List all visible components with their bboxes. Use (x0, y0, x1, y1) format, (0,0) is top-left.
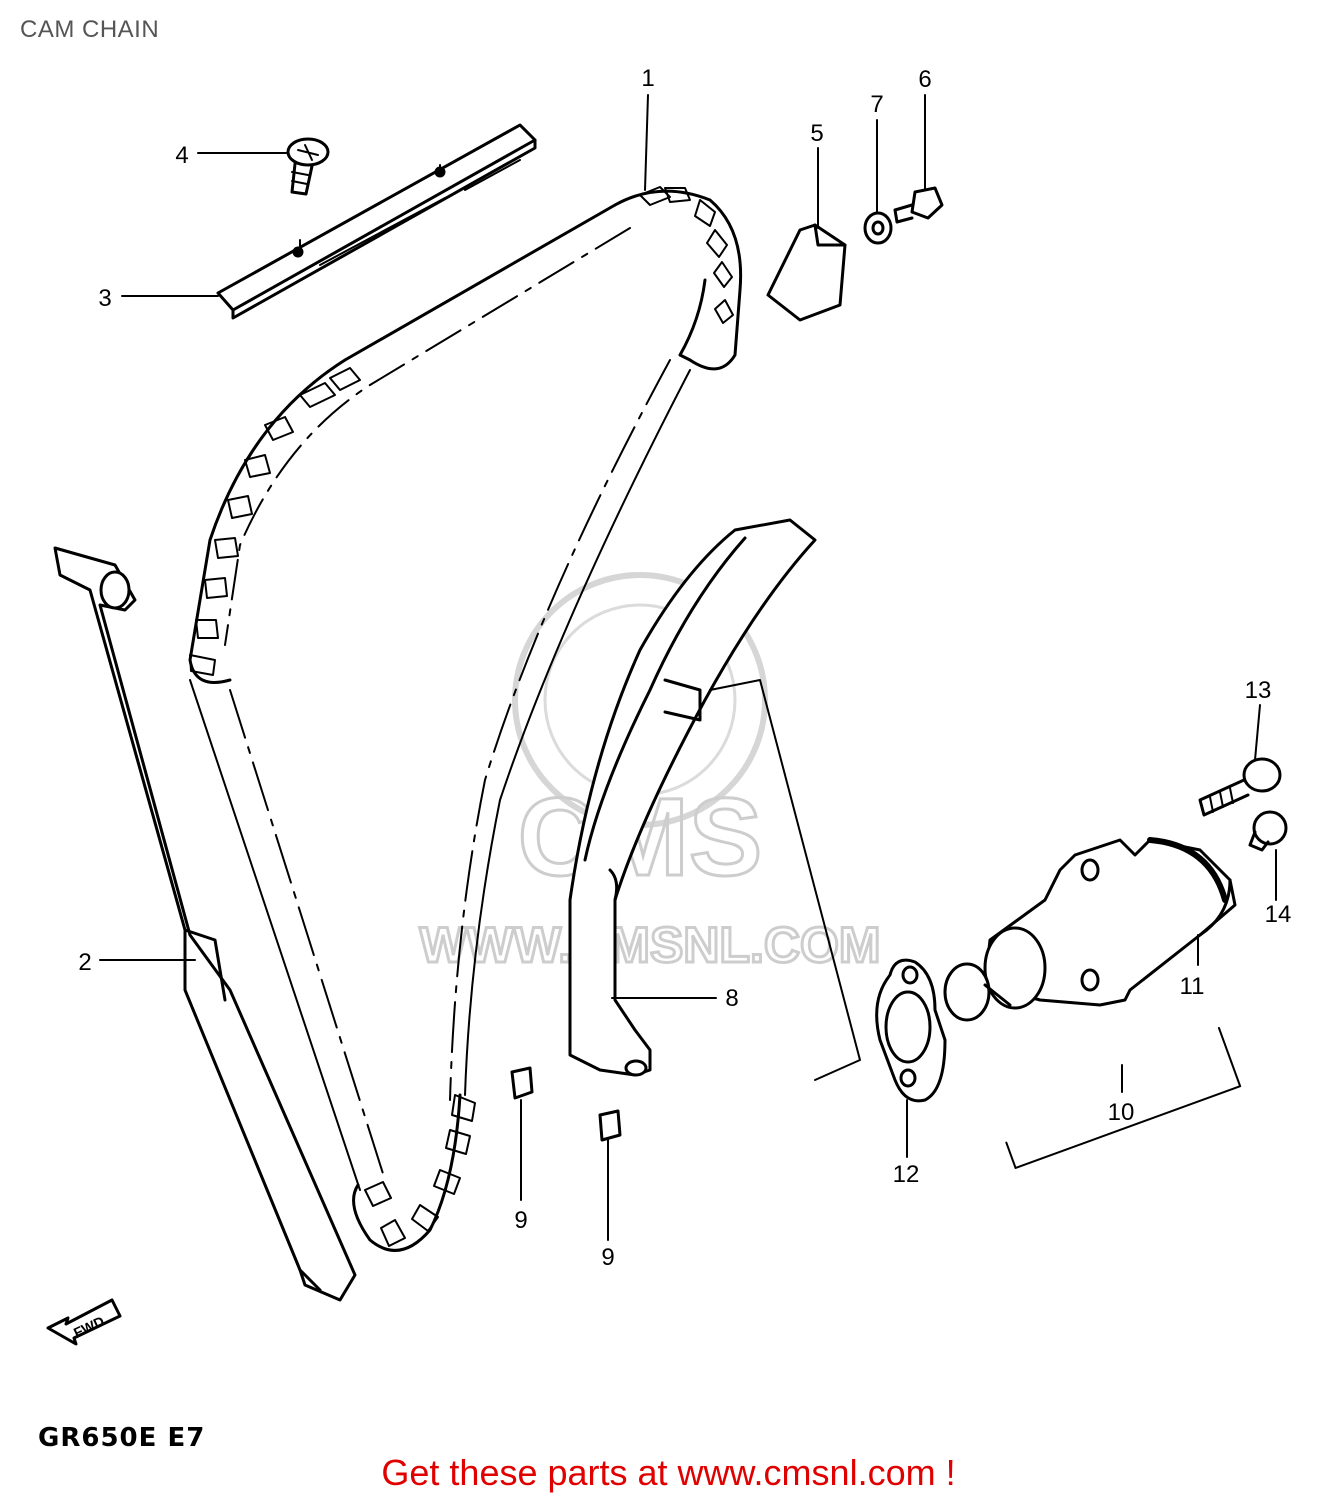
callout-1: 1 (641, 65, 654, 92)
guide-cushion (766, 223, 847, 322)
guide-pin-2 (598, 1109, 622, 1142)
leader-lines (99, 94, 1277, 1241)
callout-6: 6 (918, 66, 931, 93)
tensioner-guide (568, 518, 817, 1077)
callout-12: 12 (893, 1161, 920, 1188)
callout-2: 2 (78, 949, 91, 976)
tensioner-bolt (1198, 757, 1282, 817)
tensioner-cap (1248, 810, 1288, 852)
model-code: GR650E E7 (38, 1423, 206, 1453)
callout-11: 11 (1180, 973, 1205, 1000)
cam-chain (188, 186, 743, 1252)
callout-5: 5 (810, 120, 823, 147)
callout-10: 10 (1108, 1099, 1135, 1126)
tensioner-gasket (875, 958, 947, 1103)
callout-14: 14 (1265, 901, 1292, 928)
top-chain-guide (216, 123, 537, 320)
watermark-url: WWW.CMSNL.COM (419, 917, 880, 973)
washer (863, 211, 893, 245)
footer-link[interactable]: Get these parts at www.cmsnl.com ! (381, 1452, 956, 1493)
watermark: CMS WWW.CMSNL.COM (418, 572, 882, 975)
cushion-bolt (893, 186, 944, 224)
rear-chain-guide (53, 546, 357, 1302)
callout-7: 7 (870, 91, 883, 118)
callout-8: 8 (725, 985, 738, 1012)
guide-pin-1 (510, 1066, 534, 1100)
callout-9a: 9 (514, 1207, 527, 1234)
fwd-arrow-icon: FWD (46, 1298, 122, 1346)
chain-tensioner-assy (943, 837, 1237, 1022)
chain-run-lines (189, 359, 691, 1191)
callout-3: 3 (98, 285, 111, 312)
callout-9b: 9 (601, 1244, 614, 1271)
callout-13: 13 (1245, 677, 1272, 704)
callout-numbers: 1 2 3 4 5 6 7 8 9 9 10 11 12 13 14 (78, 65, 1291, 1271)
top-guide-screw (286, 137, 330, 196)
page-title: CAM CHAIN (20, 16, 160, 43)
callout-4: 4 (175, 142, 188, 169)
